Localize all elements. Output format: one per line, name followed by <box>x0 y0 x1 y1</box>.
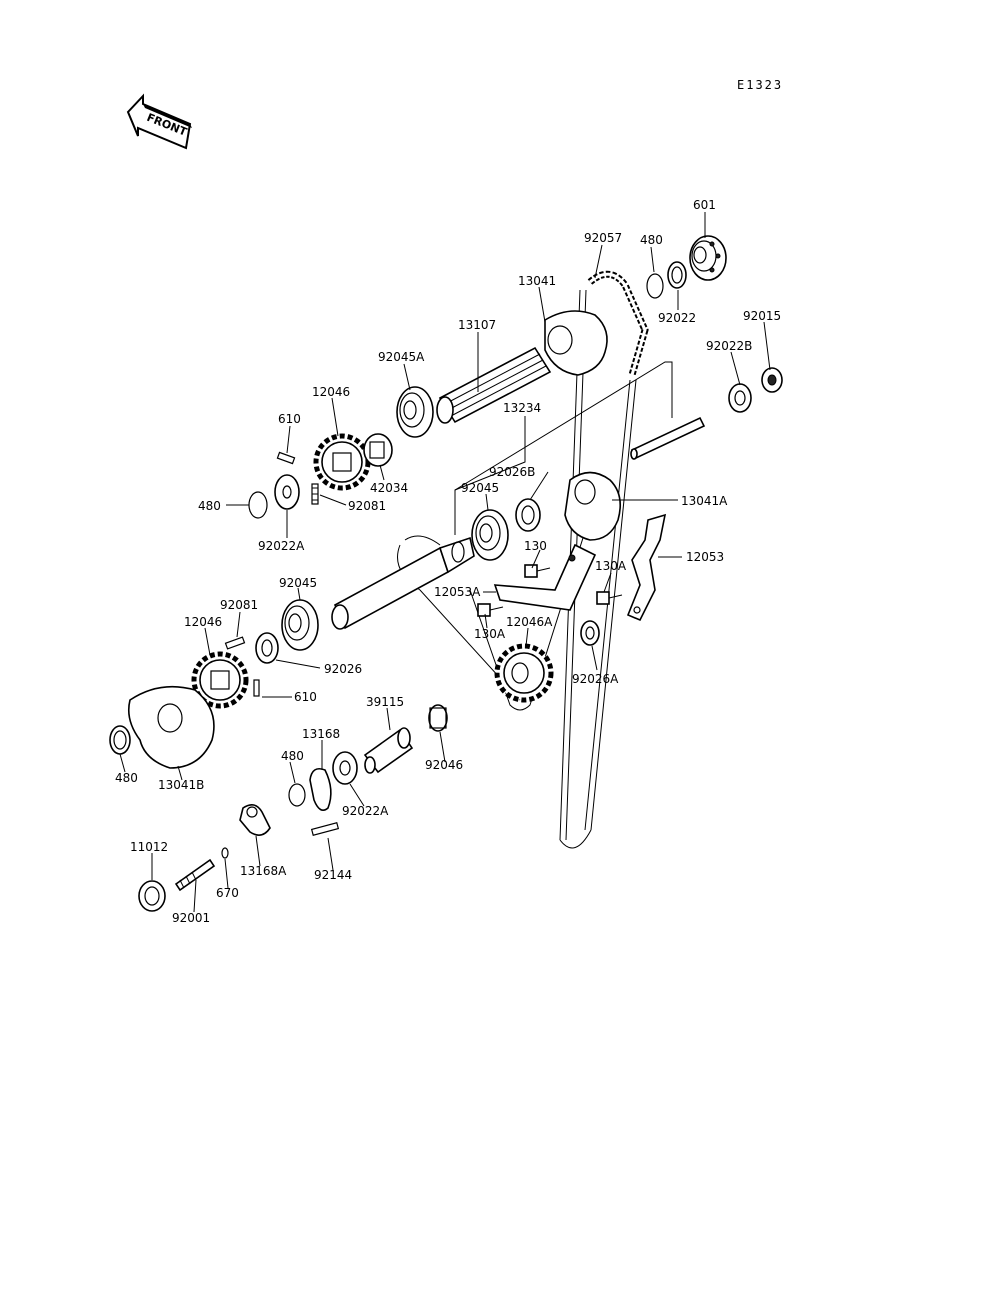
spring-92144 <box>310 822 340 836</box>
pin-shaft-right <box>630 416 706 460</box>
label-39115: 39115 <box>366 695 404 709</box>
label-610-top: 610 <box>278 412 301 426</box>
label-13234: 13234 <box>503 401 541 415</box>
chain-92057 <box>587 270 649 376</box>
gear-12046-low <box>191 651 249 709</box>
shaft-13107 <box>436 346 552 424</box>
label-670: 670 <box>216 886 239 900</box>
label-92045-low: 92045 <box>279 576 317 590</box>
label-130A-left: 130A <box>474 627 506 641</box>
label-12046A: 12046A <box>506 615 553 629</box>
label-92022: 92022 <box>658 311 696 325</box>
spring-92081-low <box>224 636 246 650</box>
label-92144: 92144 <box>314 868 352 882</box>
label-13107: 13107 <box>458 318 496 332</box>
bolt-92001 <box>174 858 216 892</box>
label-92022A-low: 92022A <box>342 804 389 818</box>
label-130: 130 <box>524 539 547 553</box>
label-92022A-top: 92022A <box>258 539 305 553</box>
bracket-12053A <box>493 543 597 611</box>
label-92026: 92026 <box>324 662 362 676</box>
bearing-92045-mid <box>471 509 509 561</box>
label-92022B: 92022B <box>706 339 752 353</box>
bolt-130A-left <box>477 603 504 617</box>
pin-670 <box>221 847 229 859</box>
washer-92022 <box>667 261 687 289</box>
label-480-left: 480 <box>198 499 221 513</box>
label-480-bl: 480 <box>115 771 138 785</box>
pin-610-top <box>276 451 296 465</box>
circlip-480-top <box>646 273 664 299</box>
gear-12046-top <box>313 433 371 491</box>
label-13168A: 13168A <box>240 864 287 878</box>
label-92001: 92001 <box>172 911 210 925</box>
label-13041B: 13041B <box>158 778 204 792</box>
label-13168: 13168 <box>302 727 340 741</box>
label-13041A: 13041A <box>681 494 728 508</box>
label-12053: 12053 <box>686 550 724 564</box>
label-92015: 92015 <box>743 309 781 323</box>
label-11012: 11012 <box>130 840 168 854</box>
circlip-480-left <box>248 491 268 519</box>
label-92045A: 92045A <box>378 350 425 364</box>
lever-13168 <box>309 767 332 811</box>
bracket-12053 <box>626 513 667 622</box>
front-arrow-icon: FRONT <box>126 93 192 150</box>
bearing-92045A <box>396 386 434 438</box>
seal-92015 <box>761 367 783 393</box>
label-92045-mid: 92045 <box>461 481 499 495</box>
label-92046: 92046 <box>425 758 463 772</box>
circlip-480-bottom <box>288 783 306 807</box>
label-42034: 42034 <box>370 481 408 495</box>
label-92057: 92057 <box>584 231 622 245</box>
label-480-bottom: 480 <box>281 749 304 763</box>
main-shaft <box>331 536 475 630</box>
bolt-130A-right <box>596 591 623 605</box>
bearing-92045-low <box>281 599 319 651</box>
washer-92022A-low <box>332 751 358 785</box>
label-480-top: 480 <box>640 233 663 247</box>
spring-92081-top <box>311 483 319 505</box>
leader-lines <box>119 212 771 913</box>
label-610-low: 610 <box>294 690 317 704</box>
circlip-480-bl <box>109 725 131 755</box>
shaft-39115 <box>363 727 414 774</box>
label-92026B: 92026B <box>489 465 535 479</box>
label-92081-top: 92081 <box>348 499 386 513</box>
label-92026A: 92026A <box>572 672 619 686</box>
cam-13041A <box>564 471 621 541</box>
cap-11012 <box>138 880 166 912</box>
pin-610-low <box>253 679 260 697</box>
collar-92026B <box>515 498 541 532</box>
part-labels: 601 92057 480 13041 92022 92015 13107 92… <box>115 198 781 925</box>
collar-92026A <box>580 620 600 646</box>
label-13041: 13041 <box>518 274 556 288</box>
label-130A-right: 130A <box>595 559 627 573</box>
gear-12046A <box>494 643 554 703</box>
washer-92022A-top <box>274 474 300 510</box>
washer-92022B <box>728 383 752 413</box>
label-12046-top: 12046 <box>312 385 350 399</box>
cam-13041 <box>544 310 608 376</box>
collar-92026 <box>255 632 279 664</box>
bearing-92046 <box>428 704 448 732</box>
part-42034 <box>363 433 393 467</box>
lever-13168A <box>239 804 271 836</box>
label-12053A: 12053A <box>434 585 481 599</box>
label-92081-low: 92081 <box>220 598 258 612</box>
bearing-601 <box>689 235 727 281</box>
cam-chain <box>397 289 637 849</box>
label-601: 601 <box>693 198 716 212</box>
bolt-130 <box>524 564 551 578</box>
diagram-code: E1323 <box>737 78 783 92</box>
label-12046-low: 12046 <box>184 615 222 629</box>
cam-13041B <box>127 685 215 769</box>
